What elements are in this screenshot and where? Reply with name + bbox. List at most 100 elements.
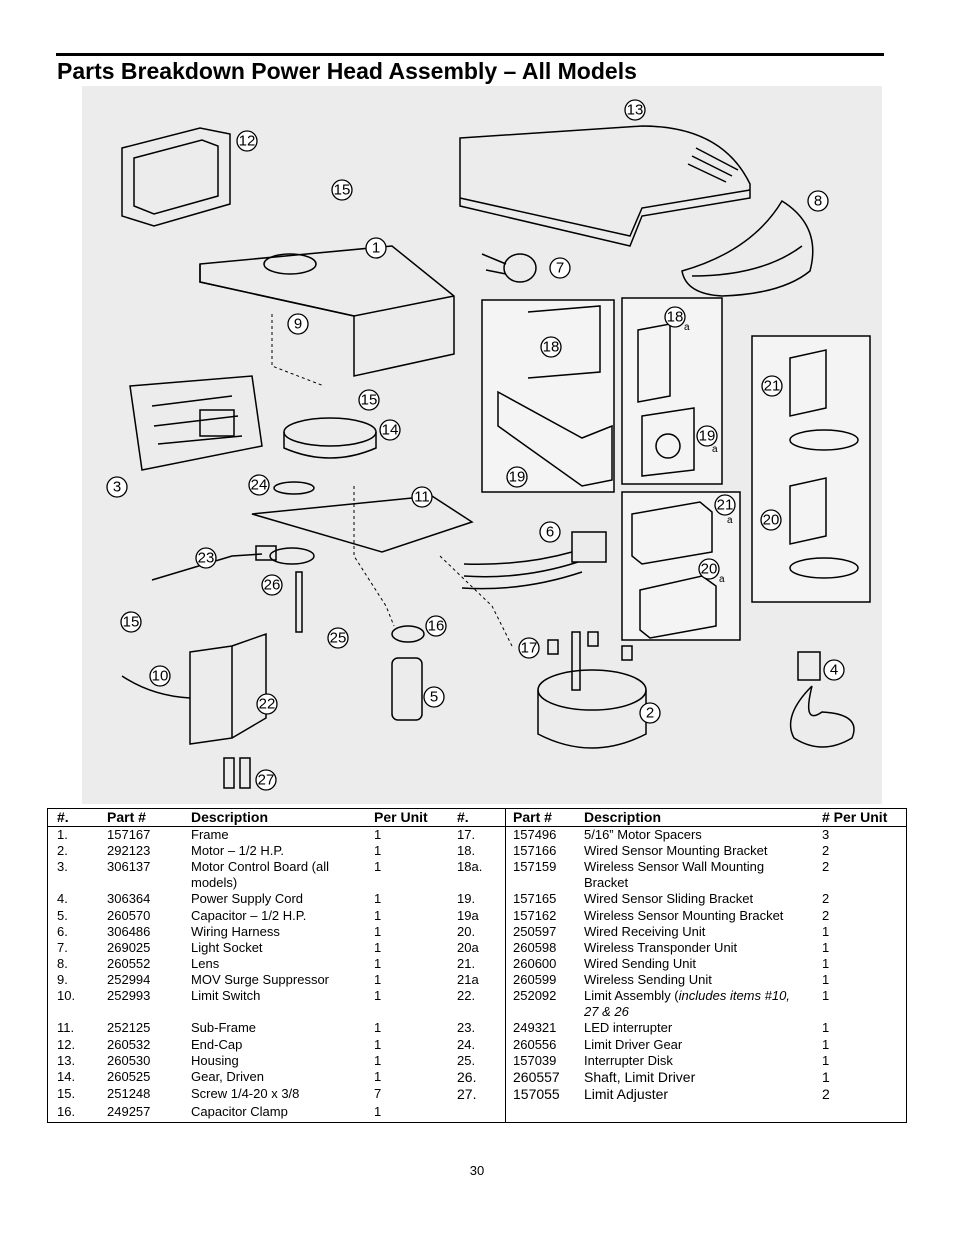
cell-part: 157055 [513, 1086, 560, 1102]
control-board-drawing [129, 375, 263, 471]
cell-num: 23. [457, 1020, 476, 1035]
cell-part: 157167 [107, 827, 151, 842]
interrupter-disk-drawing [269, 547, 315, 565]
cell-num: 5. [57, 908, 68, 923]
cell-desc: 5/16” Motor Spacers [584, 827, 702, 842]
cell-qty: 1 [374, 988, 382, 1003]
cell-part: 260525 [107, 1069, 151, 1084]
callout-16: 16 [428, 618, 445, 635]
cell-num: 15. [57, 1086, 76, 1101]
callout-26: 26 [264, 577, 281, 594]
cell-desc: Capacitor Clamp [191, 1104, 288, 1119]
sub-frame-drawing [251, 495, 474, 553]
cell-num: 16. [57, 1104, 76, 1119]
cell-num: 4. [57, 891, 68, 906]
cell-qty: 1 [374, 1104, 382, 1119]
motor-drawing [537, 669, 647, 711]
callout-4: 4 [830, 662, 838, 679]
limit-assembly-drawing [189, 632, 267, 745]
cell-qty: 1 [374, 940, 382, 955]
suffix-a-20: a [719, 574, 725, 585]
page-title: Parts Breakdown Power Head Assembly – Al… [57, 58, 637, 84]
cell-part: 260552 [107, 956, 151, 971]
cell-num: 13. [57, 1053, 76, 1068]
capacitor-drawing [391, 657, 423, 721]
cell-part: 260598 [513, 940, 557, 955]
cell-num: 9. [57, 972, 68, 987]
cell-qty: 2 [822, 859, 830, 874]
cell-part: 260600 [513, 956, 557, 971]
table-header: #. Part # Description Per Unit #. Part #… [48, 809, 906, 827]
callout-13: 13 [627, 102, 644, 119]
cell-part: 157039 [513, 1053, 557, 1068]
cell-desc: Gear, Driven [191, 1069, 264, 1084]
cell-num: 25. [457, 1053, 476, 1068]
cell-qty: 1 [822, 1069, 830, 1085]
callout-19: 19 [509, 469, 526, 486]
cell-num: 8. [57, 956, 68, 971]
cell-desc-italic: includes items #10, 27 & 26 [584, 988, 790, 1019]
callout-21: 21 [764, 378, 781, 395]
power-cord-drawing [789, 685, 855, 748]
cell-desc: Housing [191, 1053, 239, 1068]
callout-11: 11 [414, 489, 430, 506]
cell-qty: 7 [374, 1086, 382, 1101]
cell-desc: Shaft, Limit Driver [584, 1069, 696, 1085]
cell-part: 260570 [107, 908, 151, 923]
cell-desc: Wireless Sending Unit [584, 972, 712, 987]
cell-desc: Capacitor – 1/2 H.P. [191, 908, 307, 923]
cell-num: 6. [57, 924, 68, 939]
callout-19a: 19 [699, 428, 716, 445]
cell-part: 292123 [107, 843, 151, 858]
led-interrupter-drawing [151, 553, 263, 581]
limit-shaft-drawing [295, 571, 303, 633]
suffix-a-18: a [684, 322, 690, 333]
callout-10: 10 [152, 668, 169, 685]
callout-27: 27 [258, 772, 275, 789]
header-per-unit: Per Unit [374, 809, 428, 825]
cell-part: 260556 [513, 1037, 557, 1052]
cell-desc: Light Socket [191, 940, 263, 955]
cell-part: 157159 [513, 859, 557, 874]
cell-part: 249321 [513, 1020, 557, 1035]
cell-qty: 1 [374, 1053, 382, 1068]
cell-desc: Wired Sensor Mounting Bracket [584, 843, 768, 858]
cell-desc: Frame [191, 827, 229, 842]
cell-part: 306137 [107, 859, 151, 874]
callout-3: 3 [113, 479, 121, 496]
callout-25: 25 [330, 630, 347, 647]
cell-desc: Limit Adjuster [584, 1086, 669, 1102]
cell-num: 12. [57, 1037, 76, 1052]
cell-num: 1. [57, 827, 68, 842]
cell-qty: 1 [374, 956, 382, 971]
cell-qty: 1 [374, 1037, 382, 1052]
callout-15-middle: 15 [361, 392, 378, 409]
callout-6: 6 [546, 524, 554, 541]
page-number: 30 [469, 1163, 485, 1178]
cell-desc: Sub-Frame [191, 1020, 257, 1035]
cell-desc: Limit Switch [191, 988, 261, 1003]
cell-qty: 1 [374, 924, 382, 939]
cell-desc: Wireless Sensor Mounting Bracket [584, 908, 784, 923]
cell-qty: 1 [822, 1053, 830, 1068]
cell-part: 252125 [107, 1020, 151, 1035]
wired-bracket-panel [481, 299, 615, 493]
cell-desc: MOV Surge Suppressor [191, 972, 330, 987]
cell-desc: Wired Sensor Sliding Bracket [584, 891, 754, 906]
cell-desc: Screw 1/4-20 x 3/8 [191, 1086, 300, 1101]
cell-num: 21. [457, 956, 476, 971]
cell-qty: 1 [374, 827, 382, 842]
callout-18a: 18 [667, 309, 684, 326]
cell-desc: Motor – 1/2 H.P. [191, 843, 284, 858]
callout-7: 7 [556, 260, 564, 277]
cell-part: 306364 [107, 891, 151, 906]
cell-desc: Wireless Sensor Wall Mounting Bracket [584, 859, 765, 890]
cell-num: 7. [57, 940, 68, 955]
frame-drawing [199, 245, 455, 377]
cell-part: 157496 [513, 827, 557, 842]
callout-8: 8 [814, 193, 822, 210]
callout-markers [106, 99, 845, 791]
callout-12: 12 [239, 133, 256, 150]
cell-part: 260530 [107, 1053, 151, 1068]
callout-2: 2 [646, 705, 654, 722]
